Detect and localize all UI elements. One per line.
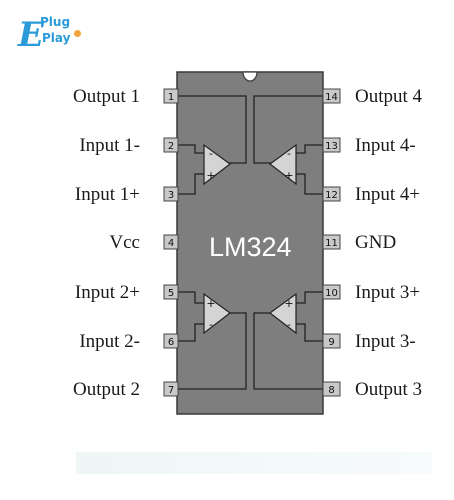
- left-pins: [163, 88, 179, 397]
- logo-dot: [74, 30, 81, 37]
- pin-1-box: [163, 88, 179, 104]
- op-amp-3-symbol: [268, 292, 297, 335]
- pin-11-box: [322, 234, 341, 250]
- pin-number: 8: [328, 385, 334, 396]
- pin-number: 13: [325, 141, 338, 152]
- pin-8-box: [322, 381, 341, 397]
- amp-3-plus-sign: +: [284, 297, 293, 310]
- pin-label-input-4-plus: Input 4+: [355, 184, 421, 205]
- pin-number: 9: [328, 337, 334, 348]
- amp-2-plus-sign: +: [206, 297, 215, 310]
- pin-3-box: [163, 186, 179, 202]
- pin-9-box: [322, 333, 341, 349]
- pin-2-box: [163, 137, 179, 153]
- pin-label-output-1: Output 1: [72, 86, 140, 107]
- op-amp-4-symbol: [268, 143, 297, 186]
- amp-2-minus-sign: -: [209, 318, 213, 331]
- chip-notch: [242, 71, 258, 82]
- pin-label-input-2-plus: Input 2+: [74, 282, 140, 303]
- amp-1-plus-sign: +: [206, 169, 215, 182]
- amp-4-minus-sign: -: [287, 147, 291, 160]
- logo-letter: E: [18, 15, 44, 55]
- amp-1-minus-sign: -: [209, 147, 213, 160]
- pin-4-box: [163, 234, 179, 250]
- op-amp-1-symbol: [203, 143, 232, 186]
- pin-label-input-3-plus: Input 3+: [355, 282, 421, 303]
- faded-footer-strip: [76, 452, 432, 474]
- chip-name-label: LM324: [209, 232, 292, 262]
- pin-label-output-3: Output 3: [355, 379, 423, 400]
- logo-text-plug: Plug: [40, 15, 71, 29]
- pin-number: 5: [168, 288, 174, 299]
- pin-label-output-2: Output 2: [72, 379, 140, 400]
- internal-wiring: [177, 95, 323, 390]
- pin-number: 11: [325, 238, 338, 249]
- pin-7-box: [163, 381, 179, 397]
- pin-12-box: [322, 186, 341, 202]
- pin-5-box: [163, 284, 179, 300]
- pin-number: 12: [325, 190, 338, 201]
- pin-number: 6: [168, 337, 174, 348]
- pin-13-box: [322, 137, 341, 153]
- pin-number: 10: [325, 288, 338, 299]
- pin-label-input-1-minus: Input 1-: [79, 135, 140, 156]
- op-amp-2-symbol: [203, 292, 232, 335]
- pin-label-output-4: Output 4: [355, 86, 423, 107]
- pin-number: 4: [168, 238, 174, 249]
- pin-number: 3: [168, 190, 174, 201]
- pin-number: 2: [168, 141, 174, 152]
- amp-4-plus-sign: +: [284, 169, 293, 182]
- pin-number: 14: [325, 92, 338, 103]
- pin-number: 7: [168, 385, 174, 396]
- right-pins: [322, 88, 341, 397]
- amp-3-minus-sign: -: [287, 318, 291, 331]
- pin-label-gnd: GND: [355, 232, 397, 253]
- brand-logo: E Plug Play: [18, 14, 88, 62]
- pin-label-input-4-minus: Input 4-: [355, 135, 416, 156]
- pin-label-vcc: Vcc: [109, 232, 140, 253]
- pin-label-input-1-plus: Input 1+: [74, 184, 140, 205]
- pin-label-input-2-minus: Input 2-: [79, 331, 140, 352]
- pin-14-box: [322, 88, 341, 104]
- pin-6-box: [163, 333, 179, 349]
- pin-label-input-3-minus: Input 3-: [355, 331, 416, 352]
- pin-10-box: [322, 284, 341, 300]
- pin-number: 1: [168, 92, 174, 103]
- logo-text-play: Play: [42, 31, 71, 45]
